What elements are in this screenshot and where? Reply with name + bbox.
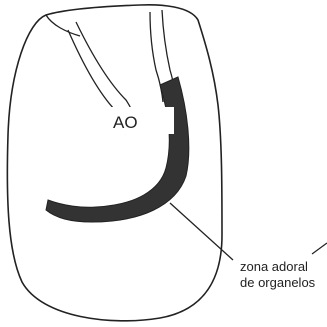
zona-label-line2: de organelos <box>240 275 316 290</box>
ao-label: AO <box>113 113 138 132</box>
adoral-zone-band <box>46 77 189 222</box>
zona-label-line1: zona adoral <box>240 259 308 274</box>
cell-outline <box>7 5 222 321</box>
edge-fragment <box>312 243 327 254</box>
oral-lip-line <box>46 15 80 36</box>
peristome-groove-inner <box>76 22 135 118</box>
zona-pointer-line <box>170 203 233 260</box>
